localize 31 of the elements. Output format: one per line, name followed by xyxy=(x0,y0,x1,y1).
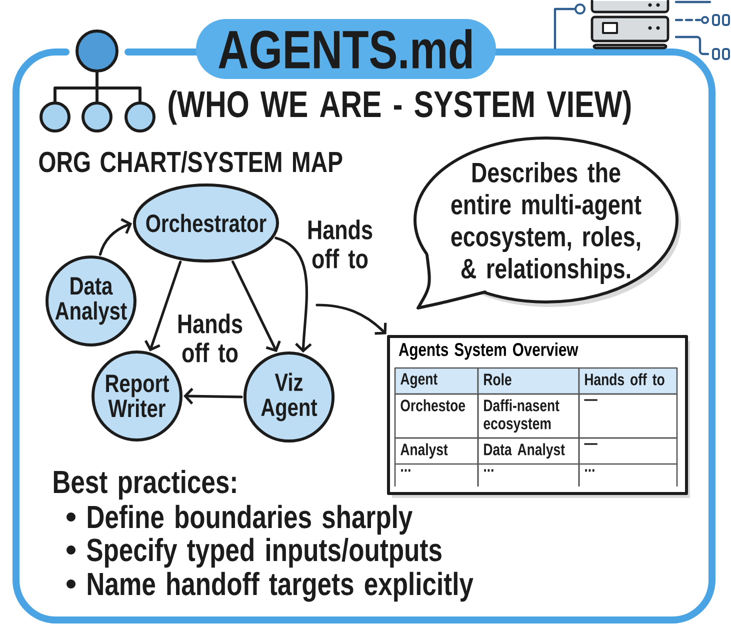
table-cell: Analyst xyxy=(394,437,479,465)
arrow xyxy=(144,260,182,352)
bullet-item: Name handoff targets explicitly xyxy=(88,572,474,602)
table-cell: ... xyxy=(394,463,479,487)
header-cell: Role xyxy=(477,367,580,395)
table-cell: Daffi-nasent ecosystem xyxy=(477,393,580,439)
ellipse-node: Orchestrator xyxy=(132,184,280,262)
speech-bubble: Describes the entire multi-agent ecosystem, roles, & relationships. xyxy=(414,136,681,310)
header-cell: Hands off to xyxy=(578,367,678,395)
arrow xyxy=(316,304,387,335)
title-banner: AGENTS.md xyxy=(196,19,496,79)
arrow xyxy=(184,388,243,405)
arrow xyxy=(231,260,281,352)
table-cell: Orchestoe xyxy=(394,393,479,439)
table-cell: Data Analyst xyxy=(477,437,580,465)
bullet-item: Define boundaries sharply xyxy=(88,504,413,535)
circle-node: Report Writer xyxy=(92,350,182,442)
table-cell: — xyxy=(578,393,678,439)
table-cell: ... xyxy=(578,463,678,487)
bullet-item: Specify typed inputs/outputs xyxy=(86,538,442,568)
circle-node: Viz Agent xyxy=(243,351,335,443)
subtitle: (WHO WE ARE - SYSTEM VIEW) xyxy=(168,90,631,125)
section-heading: ORG CHART/SYSTEM MAP xyxy=(39,151,342,173)
arrow xyxy=(274,236,312,353)
table-cell: — xyxy=(578,437,678,465)
header-cell: Agent xyxy=(394,367,479,395)
arrow xyxy=(98,218,132,256)
table-cell: ... xyxy=(477,463,580,487)
section-heading: Best practices: xyxy=(54,470,236,500)
circle-node: Data Analyst xyxy=(46,256,136,346)
edge-label: Hands off to xyxy=(308,220,372,268)
